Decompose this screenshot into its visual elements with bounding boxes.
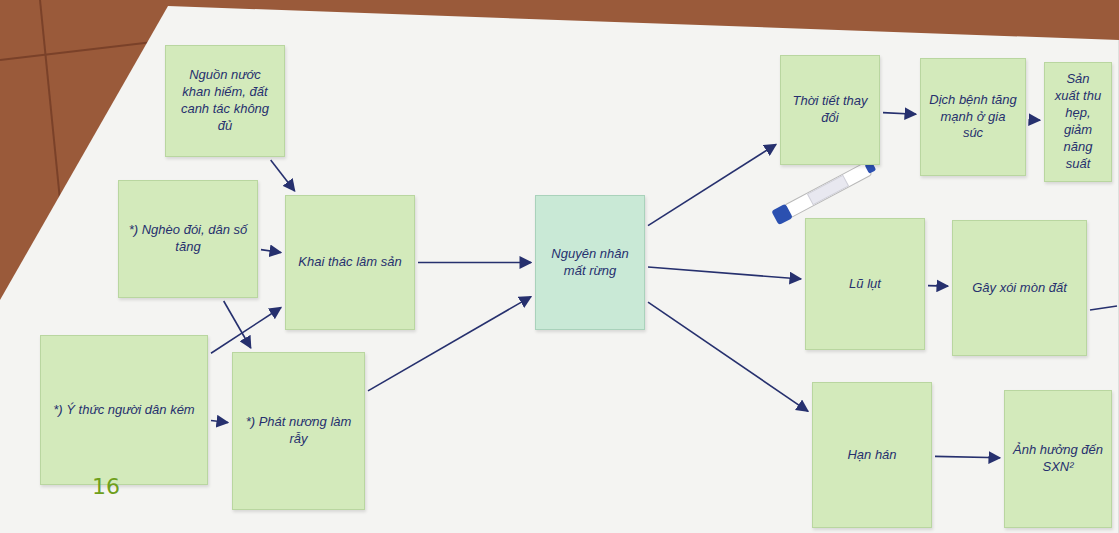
central-card: Nguyên nhân mất rừng [535, 195, 645, 330]
paper-edge [1118, 40, 1119, 533]
arrow-stub [1090, 306, 1117, 310]
card-text: Nguồn nước khan hiếm, đất canh tác không… [174, 67, 276, 135]
sticky-card: Ảnh hưởng đến SXN² [1004, 390, 1112, 528]
pen-body [784, 162, 872, 218]
sticky-card: *) Phát nương làm rẫy [232, 352, 365, 510]
card-text: *) Ý thức người dân kém [53, 402, 194, 419]
paper-sheet [0, 6, 1119, 533]
arrow-connector [271, 160, 295, 191]
arrow-connector [648, 144, 776, 225]
arrow-connector [648, 267, 801, 279]
sticky-card: Dịch bệnh tăng mạnh ở gia súc [920, 58, 1026, 176]
card-text: Hạn hán [847, 447, 896, 464]
pen-print [808, 175, 849, 204]
card-text: *) Phát nương làm rẫy [241, 414, 356, 448]
pen-cap [771, 204, 793, 226]
sticky-card: Khai thác lâm sản [285, 195, 415, 330]
page-number: 16 [92, 474, 120, 499]
card-text: Khai thác lâm sản [298, 254, 401, 271]
arrow-connector [211, 308, 281, 354]
card-text: Gây xói mòn đất [972, 280, 1067, 297]
card-text: Sản xuất thu hẹp, giảm năng suất [1053, 71, 1103, 172]
card-text: Ảnh hưởng đến SXN² [1013, 442, 1103, 476]
card-text: Lũ lụt [849, 276, 881, 293]
arrow-connector [211, 420, 228, 422]
marker-pen [771, 159, 877, 226]
sticky-card: *) Ý thức người dân kém [40, 335, 208, 485]
arrow-connector [928, 285, 948, 287]
sticky-card: Hạn hán [812, 382, 932, 528]
arrow-connector [261, 250, 281, 253]
arrow-connector [418, 262, 531, 264]
card-text: Nguyên nhân mất rừng [544, 246, 636, 280]
arrow-connector [648, 302, 808, 411]
sticky-card: Nguồn nước khan hiếm, đất canh tác không… [165, 45, 285, 157]
sticky-card: *) Nghèo đói, dân số tăng [118, 180, 258, 298]
sticky-card: Sản xuất thu hẹp, giảm năng suất [1044, 62, 1112, 182]
card-text: Thời tiết thay đổi [789, 93, 871, 127]
arrow-connector [935, 456, 1000, 457]
arrow-connector [224, 301, 251, 348]
card-text: *) Nghèo đói, dân số tăng [127, 222, 249, 256]
sticky-card: Gây xói mòn đất [952, 220, 1087, 356]
card-text: Dịch bệnh tăng mạnh ở gia súc [929, 92, 1017, 143]
tile-line [40, 0, 60, 200]
sticky-card: Lũ lụt [805, 218, 925, 350]
sticky-card: Thời tiết thay đổi [780, 55, 880, 165]
arrow-connector [883, 113, 916, 115]
arrow-connector [1029, 119, 1040, 121]
